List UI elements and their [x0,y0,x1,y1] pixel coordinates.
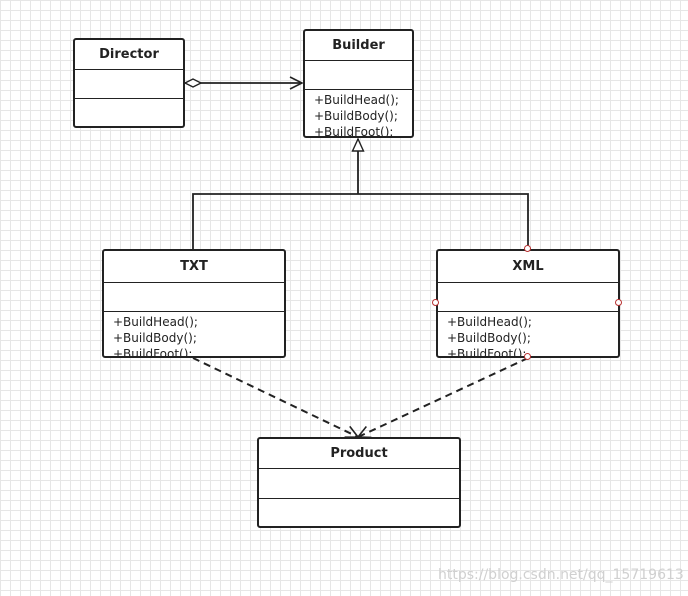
dependency-txt-product[interactable] [192,357,358,437]
operation-build-head: +BuildHead(); [314,93,399,107]
class-name: Director [75,40,183,70]
operations-compartment: +BuildHead(); +BuildBody(); +BuildFoot()… [305,90,412,138]
dependency-xml-product[interactable] [358,357,529,437]
attributes-compartment [259,469,459,499]
txt-class[interactable]: TXT +BuildHead(); +BuildBody(); +BuildFo… [102,249,286,358]
operation-build-body: +BuildBody(); [113,331,197,345]
class-name: Product [259,439,459,469]
builder-class[interactable]: Builder +BuildHead(); +BuildBody(); +Bui… [303,29,414,138]
class-name: TXT [104,251,284,283]
class-name: Builder [305,31,412,61]
attributes-compartment [75,70,183,99]
selection-handle-right[interactable] [615,299,622,306]
operation-build-body: +BuildBody(); [447,331,531,345]
watermark-text: https://blog.csdn.net/qq_15719613 [438,567,684,583]
product-class[interactable]: Product [257,437,461,528]
selection-handle-left[interactable] [432,299,439,306]
operation-build-foot: +BuildFoot(); [314,125,394,138]
attributes-compartment [104,283,284,312]
attributes-compartment [438,283,618,312]
operation-build-body: +BuildBody(); [314,109,398,123]
operation-build-foot: +BuildFoot(); [113,347,193,358]
operations-compartment [259,499,459,526]
operation-build-head: +BuildHead(); [447,315,532,329]
attributes-compartment [305,61,412,90]
generalization-tree[interactable] [192,139,529,250]
operation-build-head: +BuildHead(); [113,315,198,329]
selection-handle-bottom[interactable] [524,353,531,360]
director-class[interactable]: Director [73,38,185,128]
selection-handle-top[interactable] [524,245,531,252]
operation-build-foot: +BuildFoot(); [447,347,527,358]
operations-compartment: +BuildHead(); +BuildBody(); +BuildFoot()… [438,312,618,358]
class-name: XML [438,251,618,283]
xml-class[interactable]: XML +BuildHead(); +BuildBody(); +BuildFo… [436,249,620,358]
operations-compartment [75,99,183,126]
operations-compartment: +BuildHead(); +BuildBody(); +BuildFoot()… [104,312,284,358]
